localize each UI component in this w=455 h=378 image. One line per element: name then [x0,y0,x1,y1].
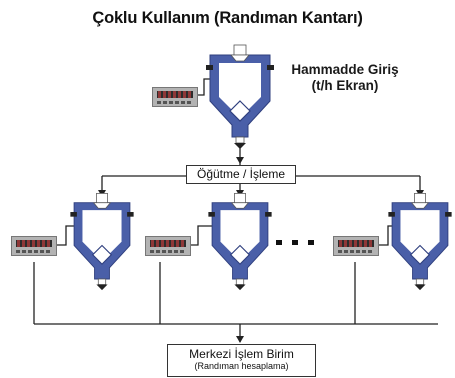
weight-indicator-icon [11,236,57,256]
hopper-scale-icon [208,193,272,291]
weight-indicator-icon [333,236,379,256]
central-unit-title: Merkezi İşlem Birim [189,347,294,361]
arrow-down-icon [236,336,244,343]
weight-indicator-icon [145,236,191,256]
process-box: Öğütme / İşleme [186,165,296,184]
raw-input-label-line2: (t/h Ekran) [311,78,379,93]
connector-lines [33,78,438,342]
central-unit-box: Merkezi İşlem Birim (Randıman hesaplama) [167,344,316,377]
arrow-down-icon [236,157,244,164]
central-unit-subtitle: (Randıman hesaplama) [194,361,289,371]
hopper-scale-icon [206,44,274,149]
hopper-scale-icon [388,193,452,291]
separator-dots [276,240,314,245]
hopper-scale-icon [70,193,134,291]
raw-input-label: Hammadde Giriş (t/h Ekran) [270,62,420,94]
diagram-title: Çoklu Kullanım (Randıman Kantarı) [92,9,363,27]
weight-indicator-icon [152,87,198,107]
raw-input-label-line1: Hammadde Giriş [291,62,399,77]
